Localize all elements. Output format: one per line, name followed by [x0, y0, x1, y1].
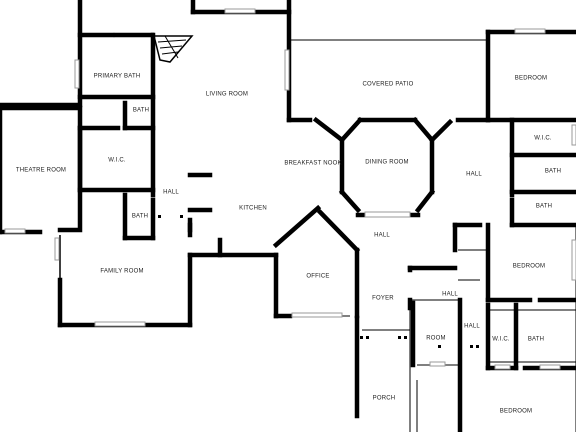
label-covered-patio: COVERED PATIO	[362, 82, 413, 88]
label-primary-bath: PRIMARY BATH	[94, 74, 141, 80]
label-room-small: ROOM	[426, 336, 445, 342]
stairs	[153, 35, 194, 63]
label-breakfast-nook: BREAKFAST NOOK	[284, 161, 341, 167]
label-family-room: FAMILY ROOM	[100, 269, 143, 275]
label-bedroom-se: BEDROOM	[500, 409, 532, 415]
label-bedroom-east: BEDROOM	[513, 264, 545, 270]
label-wic-se: W.I.C.	[492, 337, 510, 343]
label-hall-se: HALL	[442, 292, 458, 298]
label-bath-ne-1: BATH	[545, 169, 561, 175]
label-dining-room: DINING ROOM	[365, 160, 409, 166]
label-bedroom-ne: BEDROOM	[515, 76, 547, 82]
label-hall-east: HALL	[466, 172, 482, 178]
label-hall-west: HALL	[163, 190, 179, 196]
label-wic-left: W.I.C.	[108, 158, 126, 164]
label-hall-center: HALL	[374, 233, 390, 239]
label-bath-ne-2: BATH	[536, 204, 552, 210]
label-theatre-room: THEATRE ROOM	[16, 168, 66, 174]
label-hall-south: HALL	[464, 324, 480, 330]
label-bath-se: BATH	[528, 337, 544, 343]
windows	[4, 8, 576, 370]
door-marks	[158, 215, 479, 348]
label-bath-upper: BATH	[133, 108, 149, 114]
label-office: OFFICE	[306, 274, 329, 280]
label-foyer: FOYER	[372, 296, 394, 302]
label-wic-ne: W.I.C.	[534, 136, 552, 142]
room-labels: PRIMARY BATH LIVING ROOM COVERED PATIO B…	[16, 74, 561, 415]
label-bath-west: BATH	[132, 214, 148, 220]
label-kitchen: KITCHEN	[239, 206, 267, 212]
label-living-room: LIVING ROOM	[206, 92, 248, 98]
label-porch: PORCH	[373, 396, 396, 402]
